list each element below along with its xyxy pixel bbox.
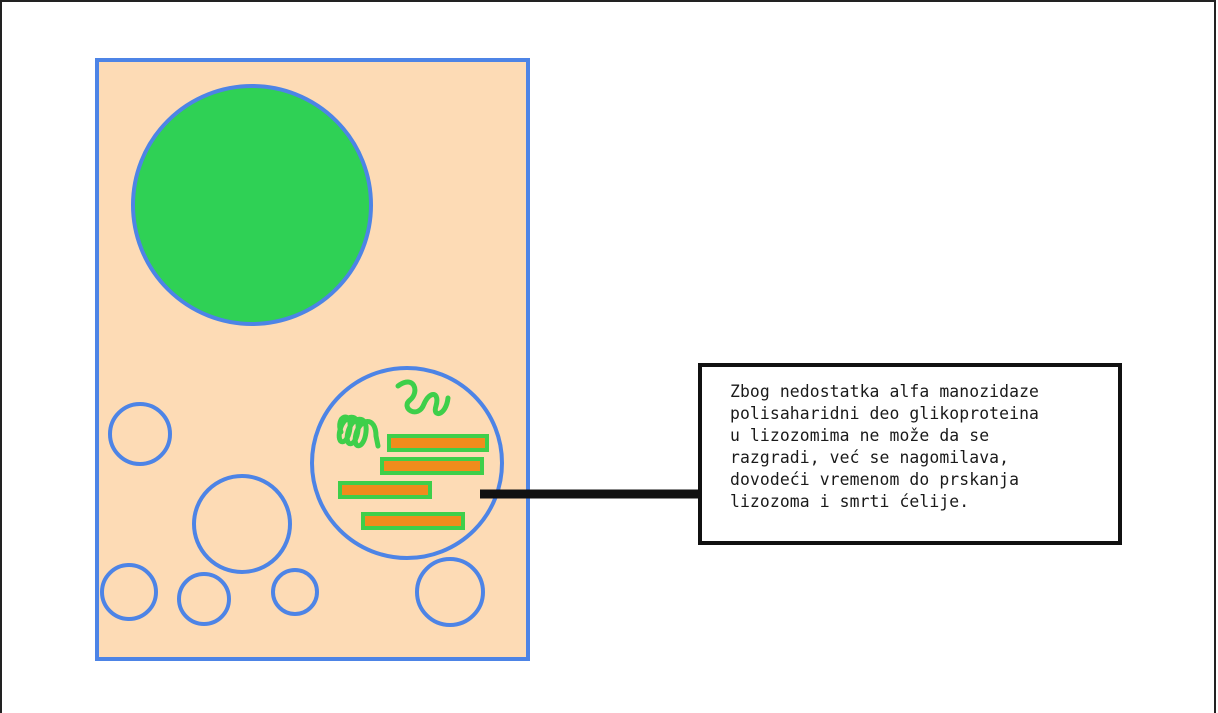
vesicle bbox=[192, 474, 292, 574]
lysosome bbox=[310, 366, 504, 560]
nucleus bbox=[131, 84, 373, 326]
granule bbox=[361, 512, 465, 530]
vesicle bbox=[177, 572, 231, 626]
granule bbox=[338, 481, 432, 499]
vesicle bbox=[415, 557, 485, 627]
vesicle bbox=[108, 402, 172, 466]
granule bbox=[380, 457, 484, 475]
vesicle bbox=[271, 568, 319, 616]
vesicle bbox=[100, 563, 158, 621]
polysaccharide-squiggle bbox=[395, 379, 451, 416]
callout-text: Zbog nedostatka alfa manozidaze polisaha… bbox=[730, 382, 1040, 511]
polysaccharide-squiggle bbox=[336, 414, 381, 449]
callout-box: Zbog nedostatka alfa manozidaze polisaha… bbox=[698, 363, 1122, 545]
granule bbox=[387, 434, 489, 452]
